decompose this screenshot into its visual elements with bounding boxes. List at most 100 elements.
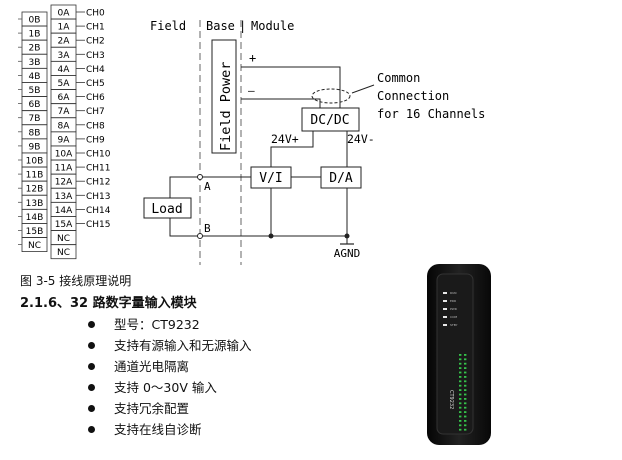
channel-led xyxy=(459,402,462,405)
terminal-label-a: 0A xyxy=(58,9,71,19)
common-text-line3: for 16 Channels xyxy=(377,107,485,121)
terminal-label-a: 9A xyxy=(58,135,71,145)
channel-led xyxy=(464,389,467,391)
feature-list: 型号：CT9232 支持有源输入和无源输入 通道光电隔离 支持 0～30V 输入… xyxy=(88,314,252,440)
terminal-block: 0A1A2A3A4A5A6A7A8A9A10A11A12A13A14A15ANC… xyxy=(18,4,111,260)
feature-text: 支持冗余配置 xyxy=(114,401,190,416)
terminal-a-node xyxy=(197,174,203,180)
module-label: Module xyxy=(251,19,294,33)
feature-item: 型号：CT9232 xyxy=(88,314,252,335)
terminal-label-a: 14A xyxy=(55,206,73,216)
channel-label: CH7 xyxy=(86,107,105,117)
status-led xyxy=(443,292,447,294)
v24-plus-label: 24V+ xyxy=(271,132,299,146)
channel-led xyxy=(459,376,462,378)
bullet-dot-icon xyxy=(88,384,95,391)
channel-led xyxy=(459,398,462,400)
minus-sign: — xyxy=(248,84,255,97)
junction-dot-1 xyxy=(268,233,274,239)
channel-label: CH15 xyxy=(86,220,111,230)
terminal-a-label: A xyxy=(204,180,211,193)
channel-label: CH4 xyxy=(86,65,105,75)
terminal-label-b: 3B xyxy=(29,58,41,68)
bullet-dot-icon xyxy=(88,426,95,433)
channel-led xyxy=(464,406,467,409)
terminal-label-a: 8A xyxy=(58,121,71,131)
status-led-label: RUN xyxy=(450,291,457,295)
channel-led xyxy=(464,362,467,365)
channel-label: CH1 xyxy=(86,23,105,33)
bullet-dot-icon xyxy=(88,405,95,412)
terminal-label-a: 4A xyxy=(58,65,71,75)
channel-led xyxy=(464,380,467,383)
base-label: Base xyxy=(206,19,235,33)
header-separator: | xyxy=(239,19,246,33)
channel-led xyxy=(459,354,462,356)
terminal-label-b: 15B xyxy=(26,227,44,237)
terminal-label-b: 10B xyxy=(26,157,44,167)
v24-minus-label: 24V- xyxy=(347,132,375,146)
terminal-label-a: 12A xyxy=(55,178,73,188)
channel-label: CH0 xyxy=(86,9,105,19)
common-text-line2: Connection xyxy=(377,89,449,103)
terminal-label-a: 10A xyxy=(55,150,73,160)
feature-text: 支持 0～30V 输入 xyxy=(114,380,217,395)
terminal-label-b: 5B xyxy=(29,86,41,96)
terminal-label-b: 2B xyxy=(29,44,41,54)
figure-caption: 图 3-5 接线原理说明 xyxy=(20,274,132,288)
channel-led xyxy=(464,415,467,418)
terminal-cell-a xyxy=(50,244,77,260)
feature-text: 支持有源输入和无源输入 xyxy=(114,338,252,353)
channel-led xyxy=(464,402,467,405)
channel-label: CH11 xyxy=(86,164,111,174)
channel-led xyxy=(464,358,467,361)
feature-item: 支持 0～30V 输入 xyxy=(88,377,252,398)
wiring-diagram: 0A1A2A3A4A5A6A7A8A9A10A11A12A13A14A15ANC… xyxy=(18,4,485,265)
terminal-label-b: NC xyxy=(28,241,41,251)
da-label: D/A xyxy=(329,171,353,186)
channel-label: CH5 xyxy=(86,79,105,89)
terminal-label-a: 6A xyxy=(58,93,71,103)
terminal-label-b: 6B xyxy=(29,100,41,110)
channel-led xyxy=(459,406,462,409)
channel-led xyxy=(464,424,467,427)
terminal-label-a: NC xyxy=(57,248,70,258)
bullet-dot-icon xyxy=(88,321,95,328)
status-led-label: ERR xyxy=(450,299,456,303)
common-leader-line xyxy=(351,84,375,94)
terminal-label-b: 7B xyxy=(29,114,41,124)
terminal-label-a: 11A xyxy=(55,164,73,174)
terminal-label-b: 4B xyxy=(29,72,41,82)
channel-led xyxy=(459,367,462,369)
channel-led xyxy=(459,358,462,361)
bullet-dot-icon xyxy=(88,342,95,349)
terminal-label-b: 14B xyxy=(26,213,44,223)
channel-led xyxy=(464,376,467,378)
terminal-label-a: 15A xyxy=(55,220,73,230)
channel-led xyxy=(459,424,462,427)
plus-sign: + xyxy=(249,51,256,65)
feature-item: 通道光电隔离 xyxy=(88,356,252,377)
load-box xyxy=(143,197,192,219)
feature-text: 通道光电隔离 xyxy=(114,359,190,374)
channel-label: CH12 xyxy=(86,178,111,188)
status-led-label: PWR xyxy=(450,307,457,311)
feature-text: 支持在线自诊断 xyxy=(114,422,202,437)
channel-led xyxy=(464,371,467,374)
channel-led xyxy=(464,420,467,422)
common-connection-ellipse xyxy=(311,88,351,104)
channel-led xyxy=(459,428,462,431)
terminal-label-a: 13A xyxy=(55,192,73,202)
load-label: Load xyxy=(151,202,182,217)
channel-label: CH10 xyxy=(86,150,111,160)
v24-plus-wire xyxy=(270,131,314,167)
field-power-label: Field Power xyxy=(218,62,234,151)
channel-led xyxy=(464,354,467,356)
common-text-line1: Common xyxy=(377,71,420,85)
terminal-label-a: 7A xyxy=(58,107,71,117)
status-led xyxy=(443,324,447,326)
terminal-label-b: 13B xyxy=(26,199,44,209)
status-led xyxy=(443,308,447,310)
status-led-label: STBY xyxy=(450,323,458,327)
